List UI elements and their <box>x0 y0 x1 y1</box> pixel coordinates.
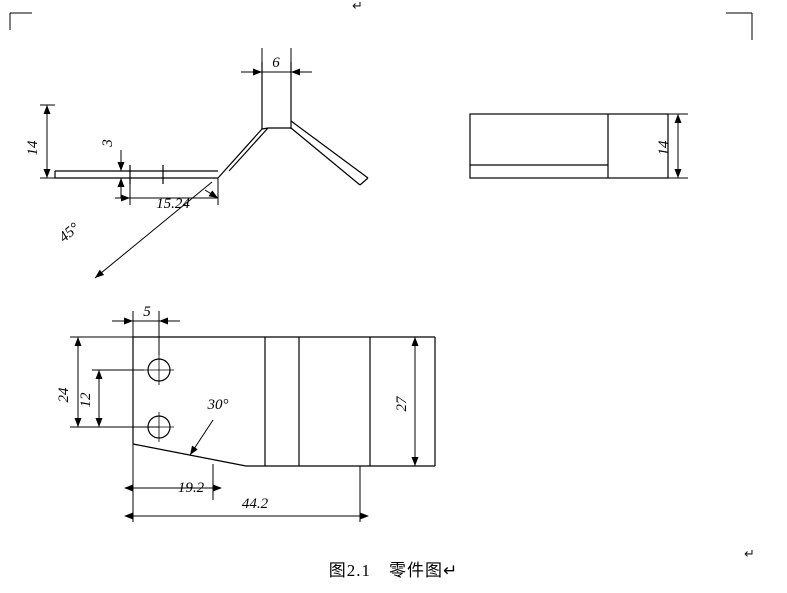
dim-12 <box>92 369 144 428</box>
dim-24-label: 24 <box>56 387 72 403</box>
dim-6 <box>241 48 312 76</box>
dim-14-right-label: 14 <box>656 140 672 156</box>
dim-44-2 <box>124 466 369 522</box>
figure-title: 零件图 <box>389 561 443 580</box>
dim-5 <box>112 311 180 355</box>
dim-44-2-label: 44.2 <box>242 496 269 512</box>
dim-24 <box>70 336 159 428</box>
angle-30 <box>189 419 214 456</box>
dim-19-2-label: 19.2 <box>178 480 205 496</box>
right-paragraph-mark: ↵ <box>744 546 755 561</box>
dim-19-2 <box>124 444 222 500</box>
figure-number: 图2.1 <box>328 561 371 580</box>
angle-45-label: 45° <box>56 220 82 246</box>
front-view <box>54 62 369 186</box>
dim-6-label: 6 <box>272 55 280 71</box>
caption-paragraph-mark: ↵ <box>443 561 459 580</box>
side-view <box>469 113 669 179</box>
dim-15-24 <box>115 178 219 205</box>
dim-5-label: 5 <box>143 304 151 320</box>
dim-12-label: 12 <box>78 392 94 408</box>
dim-14-right <box>668 113 688 179</box>
dim-14-left-label: 14 <box>25 140 41 156</box>
top-view <box>132 336 436 467</box>
top-paragraph-mark: ↵ <box>352 0 363 13</box>
dim-27-label: 27 <box>394 395 410 412</box>
page-border-marks <box>9 12 753 40</box>
dim-3-label: 3 <box>100 139 116 148</box>
angle-30-label: 30° <box>207 397 229 413</box>
dim-27 <box>411 336 435 467</box>
angle-45 <box>94 181 213 279</box>
figure-caption: 图2.1 零件图↵ <box>0 556 787 581</box>
dim-14-left <box>40 104 55 179</box>
dim-3 <box>113 150 145 198</box>
dim-15-24-label: 15.24 <box>156 196 190 212</box>
